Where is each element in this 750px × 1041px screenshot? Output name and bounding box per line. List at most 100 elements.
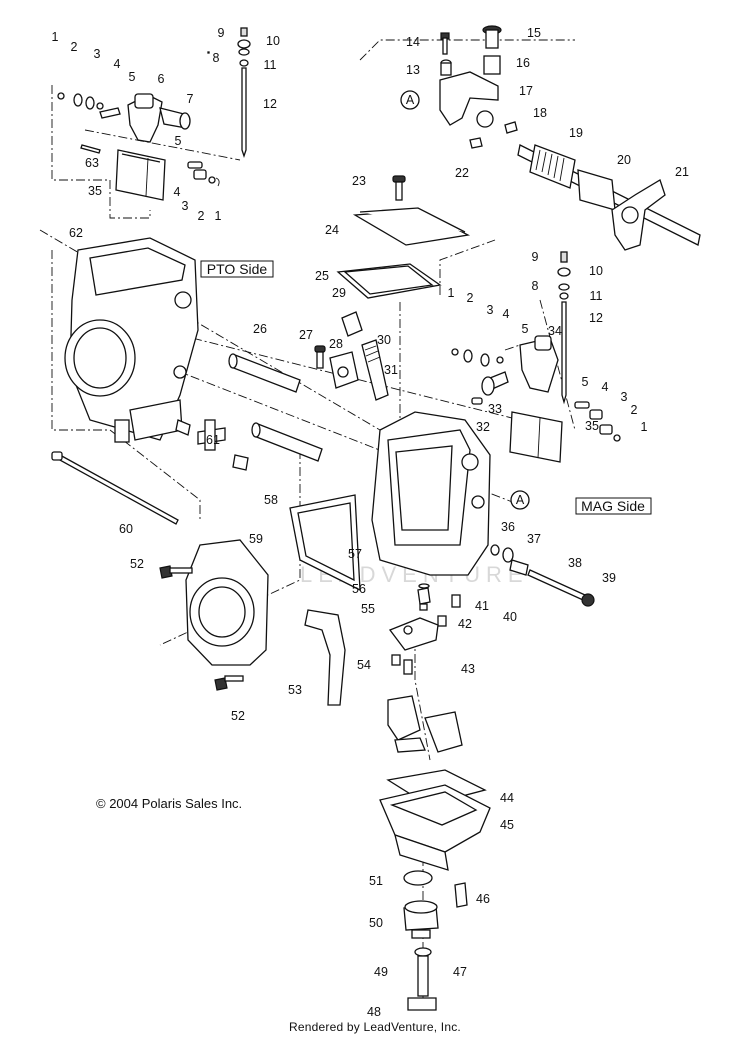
callout-45: 45	[500, 818, 514, 832]
callout-51: 51	[369, 874, 383, 888]
callout-37: 37	[527, 532, 541, 546]
callout-42: 42	[458, 617, 472, 631]
lower-parts-46-51	[403, 870, 468, 1011]
callout-2: 2	[71, 40, 78, 54]
callout-38: 38	[568, 556, 582, 570]
float-assembly-43	[387, 617, 463, 753]
callout-6: 6	[158, 72, 165, 86]
callout-2: 2	[631, 403, 638, 417]
callout-8: 8	[532, 279, 539, 293]
callout-63: 63	[85, 156, 99, 170]
parts-27-31	[314, 311, 389, 401]
callout-12: 12	[263, 97, 277, 111]
pto-side-label: PTO Side	[207, 261, 268, 277]
jet-parts-36-42	[417, 544, 595, 627]
mag-slide-assembly	[451, 251, 621, 463]
callout-52: 52	[130, 557, 144, 571]
callout-19: 19	[569, 126, 583, 140]
callout-4: 4	[503, 307, 510, 321]
callout-44: 44	[500, 791, 514, 805]
callout-48: 48	[367, 1005, 381, 1019]
callout-5: 5	[582, 375, 589, 389]
callout-14: 14	[406, 35, 420, 49]
callout-5: 5	[129, 70, 136, 84]
callout-9: 9	[218, 26, 225, 40]
ref-letter-a-mid: A	[516, 493, 525, 507]
callout-24: 24	[325, 223, 339, 237]
callout-1: 1	[641, 420, 648, 434]
callout-28: 28	[329, 337, 343, 351]
callout-4: 4	[602, 380, 609, 394]
callout-52: 52	[231, 709, 245, 723]
callout-23: 23	[352, 174, 366, 188]
callout-11: 11	[264, 58, 277, 72]
side-label-boxes: PTO Side MAG Side	[200, 260, 652, 515]
callout-25: 25	[315, 269, 329, 283]
callout-9: 9	[532, 250, 539, 264]
callout-49: 49	[374, 965, 388, 979]
callout-41: 41	[475, 599, 489, 613]
tube-60	[51, 451, 179, 525]
pto-needle-assembly	[237, 27, 251, 159]
callout-61: 61	[206, 433, 220, 447]
callout-1: 1	[448, 286, 455, 300]
callout-26: 26	[253, 322, 267, 336]
callout-3: 3	[94, 47, 101, 61]
callout-35: 35	[585, 419, 599, 433]
ref-letter-a-top: A	[406, 93, 415, 107]
callout-31: 31	[384, 363, 398, 377]
callout-17: 17	[519, 84, 533, 98]
callout-21: 21	[675, 165, 689, 179]
callout-11: 11	[590, 289, 603, 303]
callout-3: 3	[182, 199, 189, 213]
callout-5: 5	[175, 134, 182, 148]
callout-47: 47	[453, 965, 467, 979]
callout-12: 12	[589, 311, 603, 325]
rods-26	[228, 353, 323, 462]
callout-8: 8	[213, 51, 220, 65]
callout-15: 15	[527, 26, 541, 40]
callout-40: 40	[503, 610, 517, 624]
callout-39: 39	[602, 571, 616, 585]
gasket-58	[289, 494, 361, 592]
callout-4: 4	[114, 57, 121, 71]
intake-59	[159, 539, 269, 691]
callout-32: 32	[476, 420, 490, 434]
callout-59: 59	[249, 532, 263, 546]
float-bowl-44-45	[379, 769, 491, 871]
callout-5: 5	[522, 322, 529, 336]
callout-30: 30	[377, 333, 391, 347]
callout-34: 34	[548, 324, 562, 338]
callout-56: 56	[352, 582, 366, 596]
callout-62: 62	[69, 226, 83, 240]
callout-60: 60	[119, 522, 133, 536]
callout-7: 7	[187, 92, 194, 106]
callout-43: 43	[461, 662, 475, 676]
callout-10: 10	[266, 34, 280, 48]
callout-13: 13	[406, 63, 420, 77]
callout-16: 16	[516, 56, 530, 70]
mag-carb-body: A	[371, 411, 530, 576]
callout-18: 18	[533, 106, 547, 120]
callout-3: 3	[487, 303, 494, 317]
callout-35: 35	[88, 184, 102, 198]
callout-54: 54	[357, 658, 371, 672]
callout-53: 53	[288, 683, 302, 697]
top-cover-assembly	[336, 175, 471, 299]
mag-side-box	[575, 497, 652, 515]
callout-57: 57	[348, 547, 362, 561]
callout-20: 20	[617, 153, 631, 167]
callout-4: 4	[174, 185, 181, 199]
pto-slide-assembly	[57, 92, 220, 201]
callout-33: 33	[488, 402, 502, 416]
callout-2: 2	[467, 291, 474, 305]
pto-side-box	[200, 260, 274, 278]
footer-credit: Rendered by LeadVenture, Inc.	[289, 1020, 461, 1034]
callout-36: 36	[501, 520, 515, 534]
callout-1: 1	[52, 30, 59, 44]
callout-50: 50	[369, 916, 383, 930]
callout-2: 2	[198, 209, 205, 223]
callout-29: 29	[332, 286, 346, 300]
